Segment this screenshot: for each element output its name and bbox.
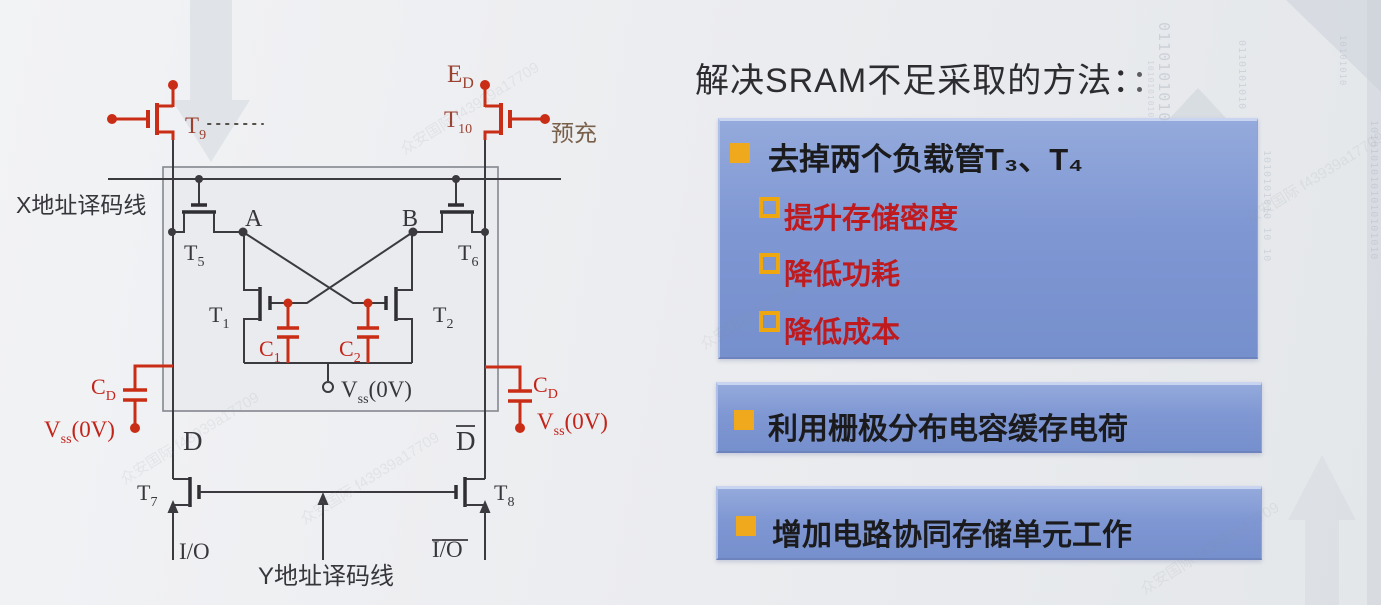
node-a-dot — [238, 227, 248, 237]
binary-decor-column: 0110101010 — [1155, 22, 1173, 123]
background-arrow-shaft — [1305, 520, 1339, 605]
hollow-square-bullet-icon — [759, 197, 780, 218]
page-title: 解决SRAM不足采取的方法： — [695, 62, 1148, 100]
binary-decor-column: 10101010101010101010 — [1368, 120, 1379, 261]
label-cd-left: CD — [91, 374, 116, 404]
hollow-square-bullet-icon — [759, 253, 780, 274]
label-y-address-line: Y地址译码线 — [258, 563, 394, 590]
artifact-dot — [1137, 87, 1142, 92]
panel-remove-load-transistors: 去掉两个负载管T₃、T₄ 提升存储密度 降低功耗 降低成本 — [718, 118, 1258, 359]
panel-gate-capacitance: 利用栅极分布电容缓存电荷 — [716, 382, 1262, 453]
label-c1: C1 — [259, 336, 281, 366]
label-bitline-d: D — [183, 426, 203, 456]
background-up-arrow-icon — [1288, 455, 1356, 520]
io-right-arrowhead-icon — [479, 500, 491, 513]
panel1-subitem-density: 提升存储密度 — [784, 203, 959, 235]
label-io-right: I/O — [432, 537, 463, 562]
panel1-subitem-cost: 降低成本 — [784, 317, 901, 349]
vss-terminal — [322, 381, 334, 393]
label-t10: T10 — [444, 107, 472, 137]
vss-left-terminal — [130, 423, 140, 433]
label-vss-right: Vss(0V) — [537, 409, 608, 439]
down-arrow-head-icon — [172, 100, 250, 162]
label-t5: T5 — [184, 240, 204, 270]
cross-couple-a-to-t2 — [242, 231, 386, 304]
label-vss-bottom: Vss(0V) — [341, 377, 412, 407]
label-t6: T6 — [458, 240, 478, 270]
panel3-item: 增加电路协同存储单元工作 — [772, 519, 1132, 552]
c1-node-dot — [283, 298, 293, 308]
node-b-dot — [408, 227, 418, 237]
ed-terminal — [480, 80, 490, 90]
label-precharge: 预充 — [551, 120, 597, 146]
label-t2: T2 — [433, 302, 453, 332]
right-edge-strip — [1367, 0, 1381, 605]
vss-right-terminal — [515, 423, 525, 433]
label-vss-left: Vss(0V) — [44, 417, 115, 447]
io-left-arrowhead-icon — [167, 500, 179, 513]
filled-square-bullet-icon — [734, 410, 754, 430]
cross-couple-b-to-t1 — [270, 231, 414, 304]
label-c2: C2 — [339, 336, 361, 366]
binary-decor-column: 10101010 — [1337, 35, 1347, 87]
background-down-arrow — [172, 0, 250, 162]
label-bitline-d-bar: D — [456, 426, 476, 456]
label-io-left: I/O — [179, 539, 210, 564]
panel1-subitem-power: 降低功耗 — [784, 259, 901, 291]
label-t9: T9 — [185, 113, 206, 143]
t9-gate-terminal — [107, 114, 117, 124]
label-cd-right: CD — [533, 372, 558, 402]
label-node-a: A — [245, 206, 263, 232]
panel1-item-main: 去掉两个负载管T₃、T₄ — [768, 142, 1083, 177]
panel2-item: 利用栅极分布电容缓存电荷 — [768, 413, 1128, 446]
corner-triangle — [1286, 0, 1381, 92]
artifact-dot — [1137, 72, 1142, 77]
precharge-terminal — [540, 114, 550, 124]
binary-decor-column: 0110101010 — [1236, 40, 1247, 111]
background-up-arrow-icon — [1170, 88, 1226, 118]
label-node-b: B — [402, 206, 418, 232]
filled-square-bullet-icon — [736, 516, 756, 536]
label-t7: T7 — [137, 480, 157, 510]
t9-drain-terminal — [168, 80, 178, 90]
label-x-address-line: X地址译码线 — [16, 192, 146, 218]
panel-cooperating-circuits: 增加电路协同存储单元工作 — [716, 486, 1262, 560]
binary-decor-column: 1010101010 10 10 — [1261, 150, 1272, 263]
c2-node-dot — [363, 298, 373, 308]
label-ed: ED — [447, 61, 474, 92]
y-line-arrowhead-icon — [317, 492, 329, 505]
hollow-square-bullet-icon — [759, 311, 780, 332]
binary-decor-column: 1010101010 — [1146, 60, 1155, 119]
label-t8: T8 — [494, 480, 514, 510]
filled-square-bullet-icon — [730, 143, 750, 163]
label-t1: T1 — [209, 302, 229, 332]
